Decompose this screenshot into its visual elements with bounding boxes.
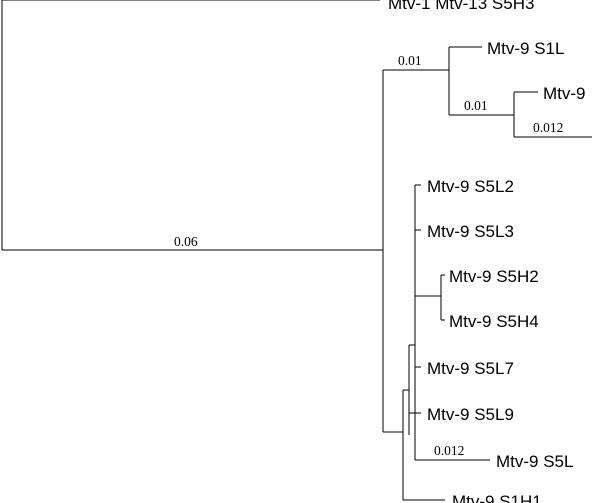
branch-length-root: 0.06 <box>174 234 198 249</box>
leaf-label-mtv9-s5l9: Mtv-9 S5L9 <box>427 405 514 424</box>
leaf-label-mtv9-s5h4: Mtv-9 S5H4 <box>449 312 539 331</box>
branch-length-upper-subclade: 0.01 <box>398 53 422 68</box>
leaf-label-mtv9-s1h1: Mtv-9 S1H1 <box>452 492 542 503</box>
branch-length-s5l-long: 0.012 <box>434 443 464 458</box>
branch-length-labels: 0.06 0.01 0.01 0.012 0.012 <box>174 53 563 458</box>
leaf-label-mtv9-s5h2: Mtv-9 S5H2 <box>449 267 539 286</box>
leaf-label-mtv9: Mtv-9 <box>543 84 586 103</box>
branch-length-offscreen-leaf: 0.012 <box>533 120 563 135</box>
leaf-label-mtv9-s5l2: Mtv-9 S5L2 <box>427 177 514 196</box>
leaf-label-mtv9-s5l: Mtv-9 S5L <box>496 452 573 471</box>
branch-length-inner-node: 0.01 <box>464 98 488 113</box>
leaf-label-mtv9-s5l7: Mtv-9 S5L7 <box>427 359 514 378</box>
leaf-labels: Mtv-1 Mtv-13 S5H3 Mtv-9 S1L Mtv-9 Mtv-9 … <box>388 0 586 503</box>
leaf-label-mtv9-s5l3: Mtv-9 S5L3 <box>427 222 514 241</box>
leaf-label-mtv9-s1l: Mtv-9 S1L <box>487 39 564 58</box>
leaf-label-outgroup: Mtv-1 Mtv-13 S5H3 <box>388 0 534 13</box>
